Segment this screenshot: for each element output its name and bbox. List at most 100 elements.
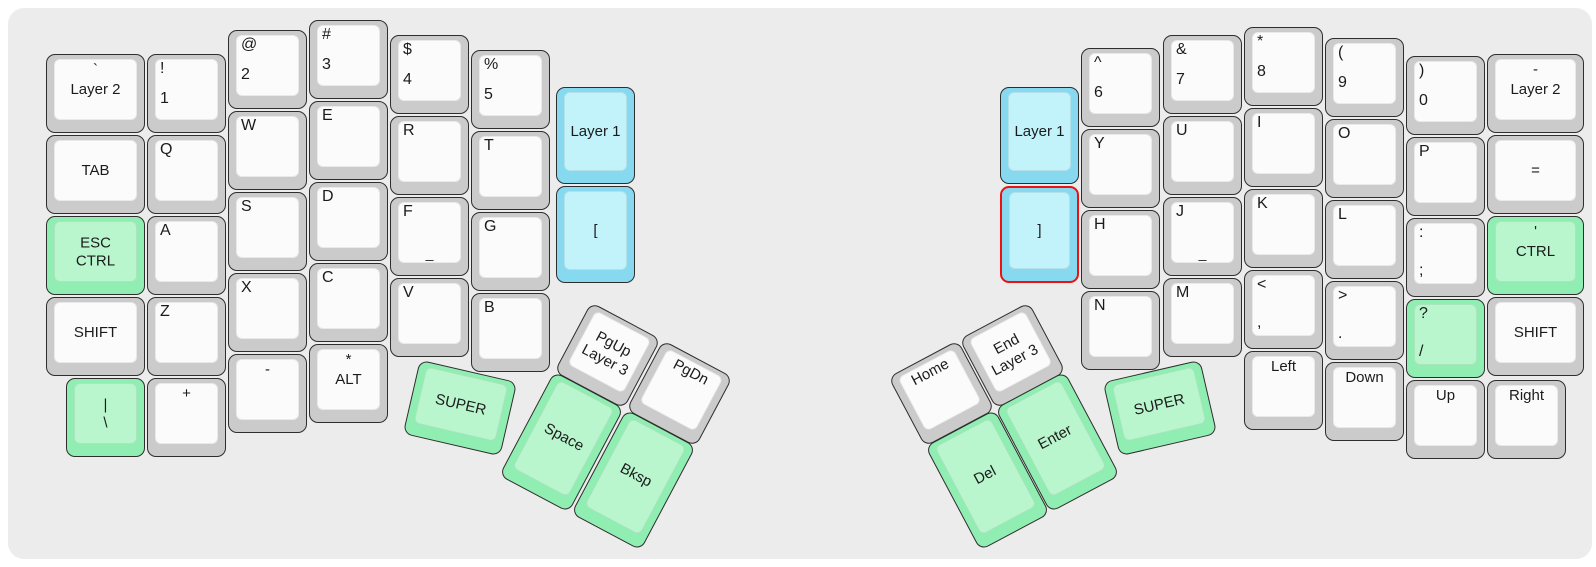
key-alt[interactable]: *ALT [309,344,388,423]
keycap-face [236,197,299,258]
keycap-face [1252,356,1315,417]
key-layer2-left[interactable]: `Layer 2 [46,54,145,133]
keycap-face [479,298,542,359]
keycap-face [236,359,299,420]
key-d[interactable]: D [309,182,388,261]
key-layer1-right[interactable]: Layer 1 [1000,87,1079,184]
keycap-face [1414,142,1477,203]
key-quote-ctrl[interactable]: 'CTRL [1487,216,1584,295]
keycap-face [398,121,461,182]
key-3[interactable]: #3 [309,20,388,99]
keycap-face [1089,215,1152,276]
keycap-face [155,221,218,282]
key-v[interactable]: V [390,278,469,357]
keycap-face [236,35,299,96]
key-e[interactable]: E [309,101,388,180]
key-o[interactable]: O [1325,119,1404,198]
key-esc-ctrl[interactable]: ESC CTRL [46,216,145,295]
keycap-face [317,187,380,248]
key-0[interactable]: )0 [1406,56,1485,135]
keycap-face [155,140,218,201]
key-i[interactable]: I [1244,108,1323,187]
key-7[interactable]: &7 [1163,35,1242,114]
key-arrow-right[interactable]: Right [1487,380,1566,459]
keycap-face [54,221,137,282]
keycap-face [1333,367,1396,428]
key-6[interactable]: ^6 [1081,48,1160,127]
key-l[interactable]: L [1325,200,1404,279]
key-arrow-down[interactable]: Down [1325,362,1404,441]
key-f[interactable]: F_ [390,197,469,276]
key-arrow-left[interactable]: Left [1244,351,1323,430]
key-shift-right[interactable]: SHIFT [1487,297,1584,376]
keycap-face [479,55,542,116]
keycap-face [1333,124,1396,185]
key-z[interactable]: Z [147,297,226,376]
keycap-face [1495,302,1576,363]
keycap-face [1171,202,1234,263]
key-g[interactable]: G [471,212,550,291]
key-minus[interactable]: - [228,354,307,433]
key-x[interactable]: X [228,273,307,352]
key-equals[interactable]: = [1487,135,1584,214]
key-period[interactable]: >. [1325,281,1404,360]
key-super-left[interactable]: SUPER [402,359,518,457]
keycap-face [564,92,627,171]
key-u[interactable]: U [1163,116,1242,195]
key-9[interactable]: (9 [1325,38,1404,117]
keycap-face [1414,304,1477,365]
key-c[interactable]: C [309,263,388,342]
key-left-bracket[interactable]: [ [556,186,635,283]
keycap-face [236,116,299,177]
key-layer2-right[interactable]: -Layer 2 [1487,54,1584,133]
keycap-face [155,59,218,120]
key-m[interactable]: M [1163,278,1242,357]
keycap-face [1008,92,1071,171]
keycap-face [317,25,380,86]
key-w[interactable]: W [228,111,307,190]
keycap-face [1252,275,1315,336]
keycap-face [1333,205,1396,266]
key-b[interactable]: B [471,293,550,372]
key-8[interactable]: *8 [1244,27,1323,106]
key-n[interactable]: N [1081,291,1160,370]
key-r[interactable]: R [390,116,469,195]
keycap-face [1414,385,1477,446]
key-semicolon[interactable]: :; [1406,218,1485,297]
key-arrow-up[interactable]: Up [1406,380,1485,459]
keycap-face [236,278,299,339]
keycap-face [1333,43,1396,104]
key-1[interactable]: !1 [147,54,226,133]
key-j[interactable]: J_ [1163,197,1242,276]
key-a[interactable]: A [147,216,226,295]
key-plus[interactable]: + [147,378,226,457]
keycap-face [398,202,461,263]
keycap-face [1171,40,1234,101]
key-5[interactable]: %5 [471,50,550,129]
keycap-face [1495,385,1558,446]
key-comma[interactable]: <, [1244,270,1323,349]
key-2[interactable]: @2 [228,30,307,109]
keycap-face [479,217,542,278]
key-k[interactable]: K [1244,189,1323,268]
keycap-face [897,348,982,432]
key-h[interactable]: H [1081,210,1160,289]
key-q[interactable]: Q [147,135,226,214]
key-slash[interactable]: ?/ [1406,299,1485,378]
key-shift-left[interactable]: SHIFT [46,297,145,376]
key-s[interactable]: S [228,192,307,271]
key-right-bracket[interactable]: ] [1000,186,1079,283]
key-pipe-backslash[interactable]: | \ [66,378,145,457]
key-4[interactable]: $4 [390,35,469,114]
key-tab[interactable]: TAB [46,135,145,214]
keycap-face [1089,134,1152,195]
key-t[interactable]: T [471,131,550,210]
keycap-face [398,283,461,344]
key-super-right[interactable]: SUPER [1102,359,1218,457]
keycap-face [398,40,461,101]
key-layer1-left[interactable]: Layer 1 [556,87,635,184]
key-p[interactable]: P [1406,137,1485,216]
key-y[interactable]: Y [1081,129,1160,208]
keycap-face [54,140,137,201]
